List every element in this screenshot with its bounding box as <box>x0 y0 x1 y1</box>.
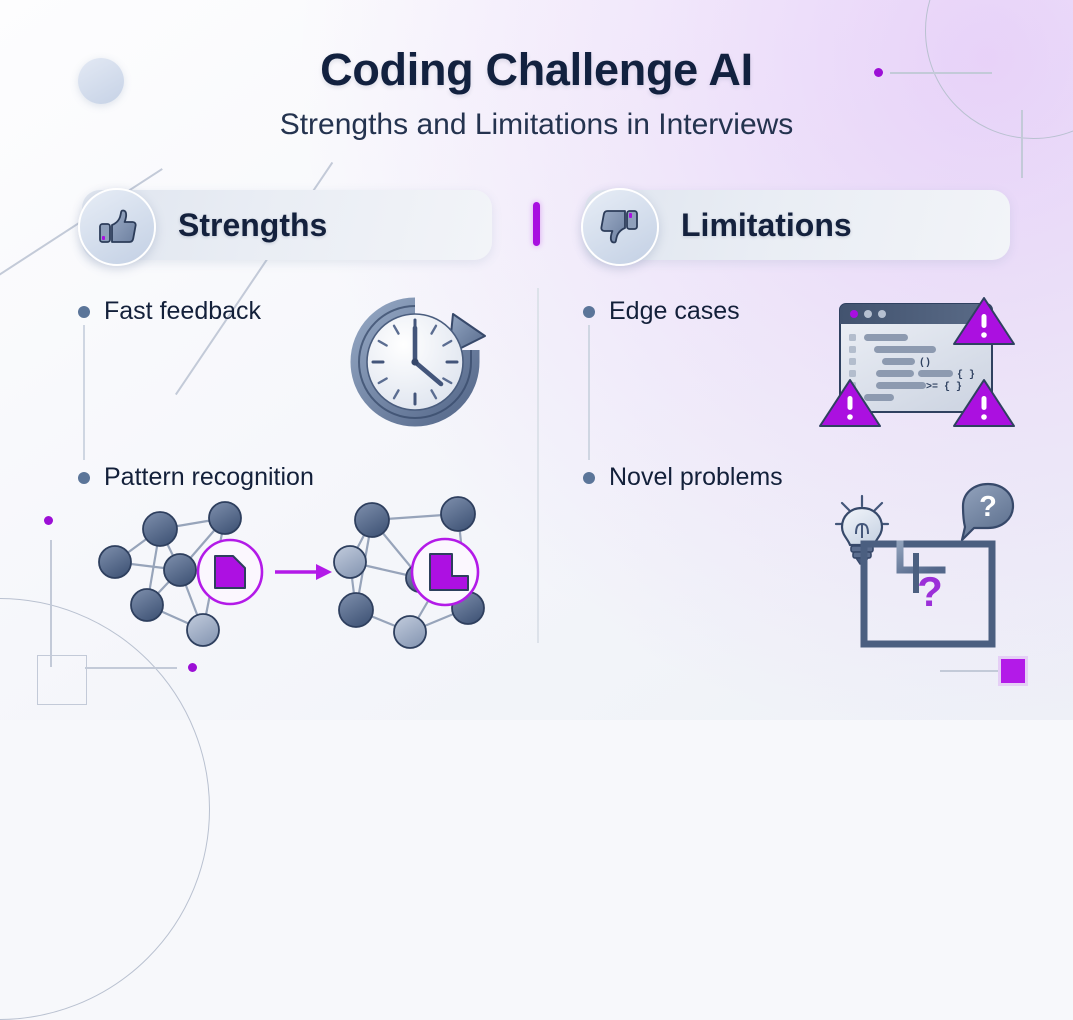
maze-lightbulb-question-icon: ? <box>822 482 1018 652</box>
warning-triangle-icon <box>819 379 881 427</box>
strengths-item-1: Pattern recognition <box>78 463 314 492</box>
bullet-dot-icon <box>583 471 595 484</box>
decor-square-filled <box>1001 659 1025 683</box>
code-window-warnings-icon: () { } >= { } <box>818 296 1016 430</box>
strengths-connector-0 <box>83 325 85 460</box>
bullet-dot-icon <box>78 305 90 318</box>
decor-dot-bottom-left-lower <box>188 663 197 672</box>
code-token-0: () <box>919 357 931 369</box>
decor-hline-bottom-right <box>940 670 998 672</box>
decor-square-outline <box>37 655 87 705</box>
bullet-dot-icon <box>78 471 90 484</box>
limitations-item-0: Edge cases <box>583 297 740 326</box>
bubble-question-glyph: ? <box>979 491 997 523</box>
thumbs-up-icon <box>78 188 156 266</box>
limitations-connector-0 <box>588 325 590 460</box>
strengths-heading: Strengths <box>178 206 328 243</box>
decor-vline-bottom-left <box>50 540 52 667</box>
thumbs-down-icon <box>581 188 659 266</box>
limitations-header-pill: Limitations <box>585 190 1010 260</box>
lightbulb-icon <box>834 494 890 565</box>
divider-accent-bar <box>533 202 540 246</box>
divider-line <box>537 288 539 643</box>
strengths-item-0: Fast feedback <box>78 297 261 326</box>
code-token-1: { } <box>957 369 975 381</box>
decor-arc-bottom-left <box>0 598 210 1020</box>
decor-dot-bottom-left-upper <box>44 516 53 525</box>
limitations-item-1-label: Novel problems <box>609 463 783 491</box>
warning-triangle-icon <box>953 297 1015 345</box>
code-token-2: >= { } <box>926 381 962 393</box>
question-bubble-icon: ? <box>960 482 1015 542</box>
strengths-item-1-label: Pattern recognition <box>104 463 314 491</box>
decor-hline-bottom-left <box>85 667 177 669</box>
bullet-dot-icon <box>583 305 595 318</box>
maze-icon <box>860 540 996 648</box>
clock-with-arrow-icon <box>345 292 493 432</box>
limitations-item-0-label: Edge cases <box>609 297 740 325</box>
strengths-item-0-label: Fast feedback <box>104 297 262 325</box>
page-subtitle: Strengths and Limitations in Interviews <box>279 108 794 141</box>
page-title: Coding Challenge AI <box>320 44 753 95</box>
warning-triangle-icon <box>953 379 1015 427</box>
limitations-heading: Limitations <box>681 206 852 243</box>
maze-question-glyph: ? <box>917 568 943 615</box>
limitations-item-1: Novel problems <box>583 463 783 492</box>
network-graph-transform-icon <box>98 496 510 650</box>
